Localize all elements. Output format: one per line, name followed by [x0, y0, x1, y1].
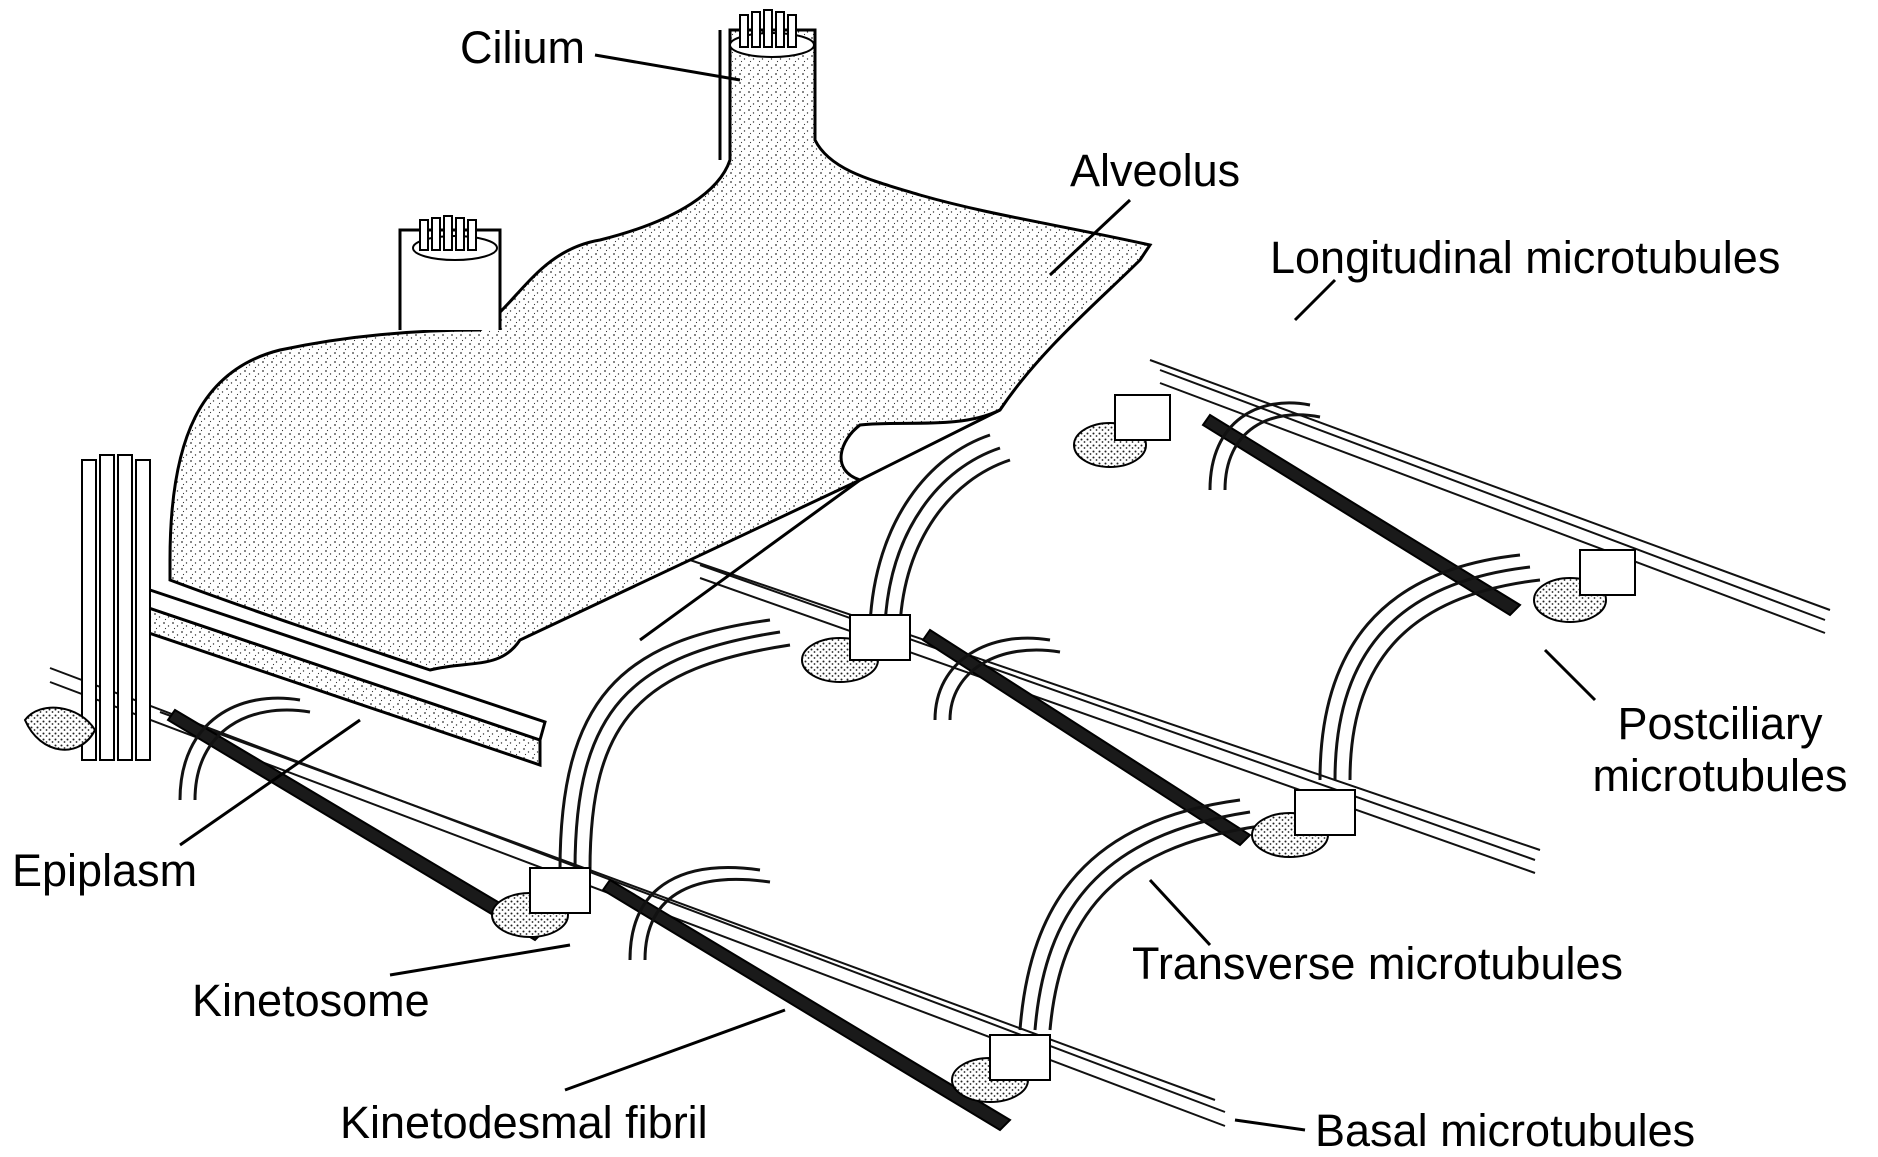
alveolus-label: Alveolus	[1070, 145, 1240, 197]
alveolus-surface	[170, 30, 1150, 670]
kinetodesmal-fibril-label: Kinetodesmal fibril	[340, 1097, 708, 1149]
kinetosome-label: Kinetosome	[192, 975, 430, 1027]
postciliary-label-line1: Postciliary	[1570, 698, 1870, 750]
postciliary-label-line2: microtubules	[1570, 750, 1870, 802]
longitudinal-microtubules-label: Longitudinal microtubules	[1270, 232, 1780, 284]
epiplasm-label: Epiplasm	[12, 845, 197, 897]
basal-microtubules-label: Basal microtubules	[1315, 1105, 1695, 1157]
kinetosome-left	[25, 455, 150, 760]
postciliary-microtubules-label: Postciliary microtubules	[1570, 698, 1870, 802]
transverse-microtubules-label: Transverse microtubules	[1132, 938, 1623, 990]
cilium-label: Cilium	[460, 22, 585, 74]
